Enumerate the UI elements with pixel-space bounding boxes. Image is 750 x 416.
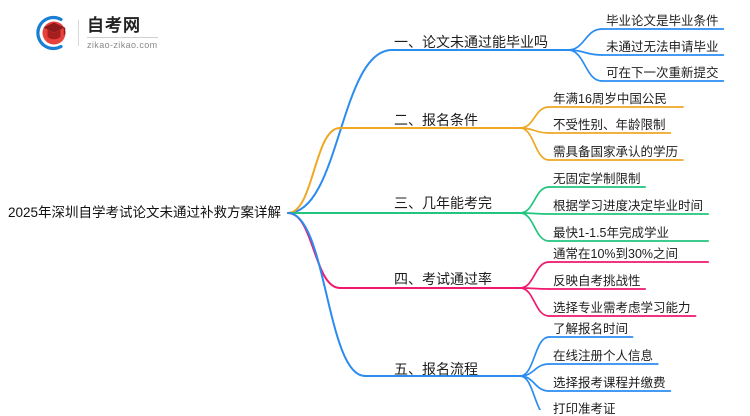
mindmap-leaf-label-5-1[interactable]: 了解报名时间 [553,322,629,336]
logo-subtitle: zikao-zikao.com [87,39,158,50]
mindmap-leaf-label-3-2[interactable]: 根据学习进度决定毕业时间 [553,199,704,213]
logo-rule [87,36,158,38]
logo-divider [78,20,79,46]
mindmap-connector [519,127,550,161]
mindmap-leaf-label-1-3[interactable]: 可在下一次重新提交 [606,66,719,80]
mindmap-leaf-label-3-3[interactable]: 最快1-1.5年完成学业 [553,226,669,240]
site-logo[interactable]: 自考网 zikao-zikao.com [30,12,210,54]
mindmap-branch-label-4[interactable]: 四、考试通过率 [394,271,492,287]
mindmap-leaf-label-5-4[interactable]: 打印准考证 [553,402,616,416]
mindmap-branch-label-2[interactable]: 二、报名条件 [394,112,478,128]
mindmap-leaf-label-2-3[interactable]: 需具备国家承认的学历 [553,145,679,159]
mindmap-leaf-label-4-2[interactable]: 反映自考挑战性 [553,274,641,288]
mindmap-leaf-label-3-1[interactable]: 无固定学制限制 [553,172,641,186]
mindmap-leaf-label-2-1[interactable]: 年满16周岁中国公民 [553,92,667,106]
mindmap-connector [519,106,550,129]
mindmap-leaf-label-4-3[interactable]: 选择专业需考虑学习能力 [553,301,691,315]
mindmap-connector [287,212,366,377]
mindmap-branch-label-5[interactable]: 五、报名流程 [394,361,478,377]
mindmap-connector [519,212,550,242]
mindmap-connector [519,375,549,416]
mindmap-root-label[interactable]: 2025年深圳自学考试论文未通过补救方案详解 [8,205,282,220]
mindmap-branch-label-1[interactable]: 一、论文未通过能毕业吗 [394,34,548,50]
mindmap-leaf-label-5-3[interactable]: 选择报考课程并缴费 [553,376,666,390]
mindmap-leaf-label-5-2[interactable]: 在线注册个人信息 [553,349,654,363]
logo-mark-icon [30,12,74,54]
mindmap-connector [287,127,341,214]
mindmap-connector [519,261,550,289]
mindmap-leaf-label-2-2[interactable]: 不受性别、年龄限制 [553,118,666,132]
mindmap-leaf-label-1-2[interactable]: 未通过无法申请毕业 [606,40,719,54]
mindmap-connector [287,49,393,214]
mindmap-connector [567,49,603,82]
logo-title: 自考网 [87,15,141,35]
mindmap-branch-label-3[interactable]: 三、几年能考完 [394,195,492,211]
mindmap-leaf-label-1-1[interactable]: 毕业论文是毕业条件 [606,14,719,28]
mindmap-connector [567,28,603,51]
mindmap-connector [519,287,550,317]
mindmap-connector [519,186,550,214]
mindmap-leaf-label-4-1[interactable]: 通常在10%到30%之间 [553,247,679,261]
logo-text-block: 自考网 zikao-zikao.com [87,17,158,50]
